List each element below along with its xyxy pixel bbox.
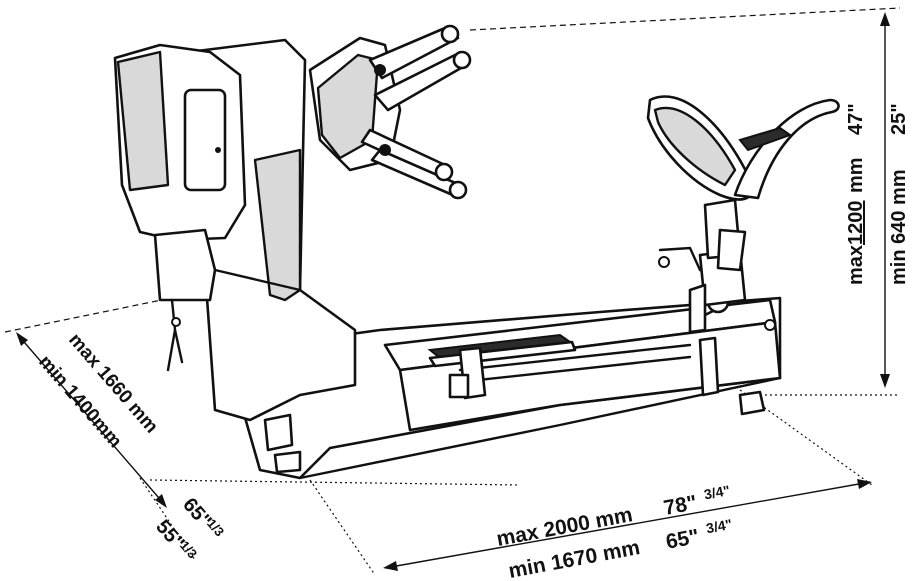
clamp-block bbox=[448, 373, 470, 399]
disc-face bbox=[653, 106, 737, 187]
height-arrow-top bbox=[880, 12, 890, 26]
length-max-inch: 78" bbox=[662, 491, 699, 520]
length-arrow-right bbox=[857, 479, 872, 489]
length-extension-right bbox=[739, 389, 873, 486]
chuck-arms bbox=[360, 24, 472, 200]
front-left-foot bbox=[263, 413, 294, 452]
width-arrow-top bbox=[16, 332, 28, 346]
top-reference-line bbox=[469, 7, 901, 31]
cable-clamp bbox=[171, 317, 181, 327]
arm-joint-3 bbox=[434, 162, 454, 182]
height-min-inch: 25" bbox=[888, 103, 910, 135]
lower-housing bbox=[153, 228, 217, 302]
front-right-foot bbox=[738, 390, 766, 416]
height-max-inch: 47" bbox=[845, 103, 867, 135]
arm-pivot-1 bbox=[374, 64, 386, 76]
length-dimension-line bbox=[384, 481, 871, 569]
slide-rod bbox=[458, 343, 692, 372]
dimension-arrows bbox=[16, 12, 890, 571]
hose-fitting bbox=[658, 256, 670, 268]
height-max-label: max bbox=[845, 245, 867, 285]
control-cable bbox=[166, 298, 177, 372]
rear-left-foot bbox=[273, 450, 302, 474]
tyre-changer-machine bbox=[113, 24, 840, 480]
width-arrow-bottom bbox=[155, 494, 167, 508]
height-max-value: 1200 bbox=[845, 201, 867, 246]
arm-joint-4 bbox=[448, 180, 468, 200]
carriage-body bbox=[398, 320, 782, 432]
lever-handle bbox=[716, 228, 747, 272]
motor-panel bbox=[183, 88, 227, 192]
height-max-unit: mm bbox=[845, 157, 867, 193]
control-cable-2 bbox=[173, 328, 184, 364]
length-min-inch: 65" bbox=[664, 525, 701, 554]
panel-screw bbox=[215, 147, 221, 153]
tool-slider bbox=[698, 336, 720, 397]
column-edge-line bbox=[213, 268, 302, 292]
tool-bracket bbox=[688, 283, 707, 334]
height-arrow-bottom bbox=[880, 374, 890, 388]
slide-rod-2 bbox=[458, 355, 692, 384]
length-arrow-left bbox=[383, 561, 398, 571]
length-min-frac: 3/4" bbox=[705, 516, 734, 536]
height-min-label: min 640 mm bbox=[888, 169, 910, 285]
motor-cap bbox=[116, 50, 170, 192]
height-min-text: min 640 mm 25" bbox=[888, 103, 910, 285]
arm-joint-1 bbox=[440, 24, 460, 44]
length-extension-left bbox=[309, 479, 376, 576]
hook-grip bbox=[738, 126, 793, 152]
column-shadow bbox=[253, 148, 302, 302]
right-bolt bbox=[764, 319, 776, 331]
arm-pivot-2 bbox=[379, 144, 391, 156]
length-max-frac: 3/4" bbox=[703, 482, 732, 502]
width-extension-bottom bbox=[139, 477, 196, 561]
width-dimension-line bbox=[17, 334, 166, 506]
bottom-reference-line bbox=[149, 479, 521, 486]
height-dimension-text: max 1200 mm 47" bbox=[845, 103, 867, 285]
hydraulic-hose bbox=[658, 246, 702, 272]
arm-joint-2 bbox=[452, 50, 472, 70]
